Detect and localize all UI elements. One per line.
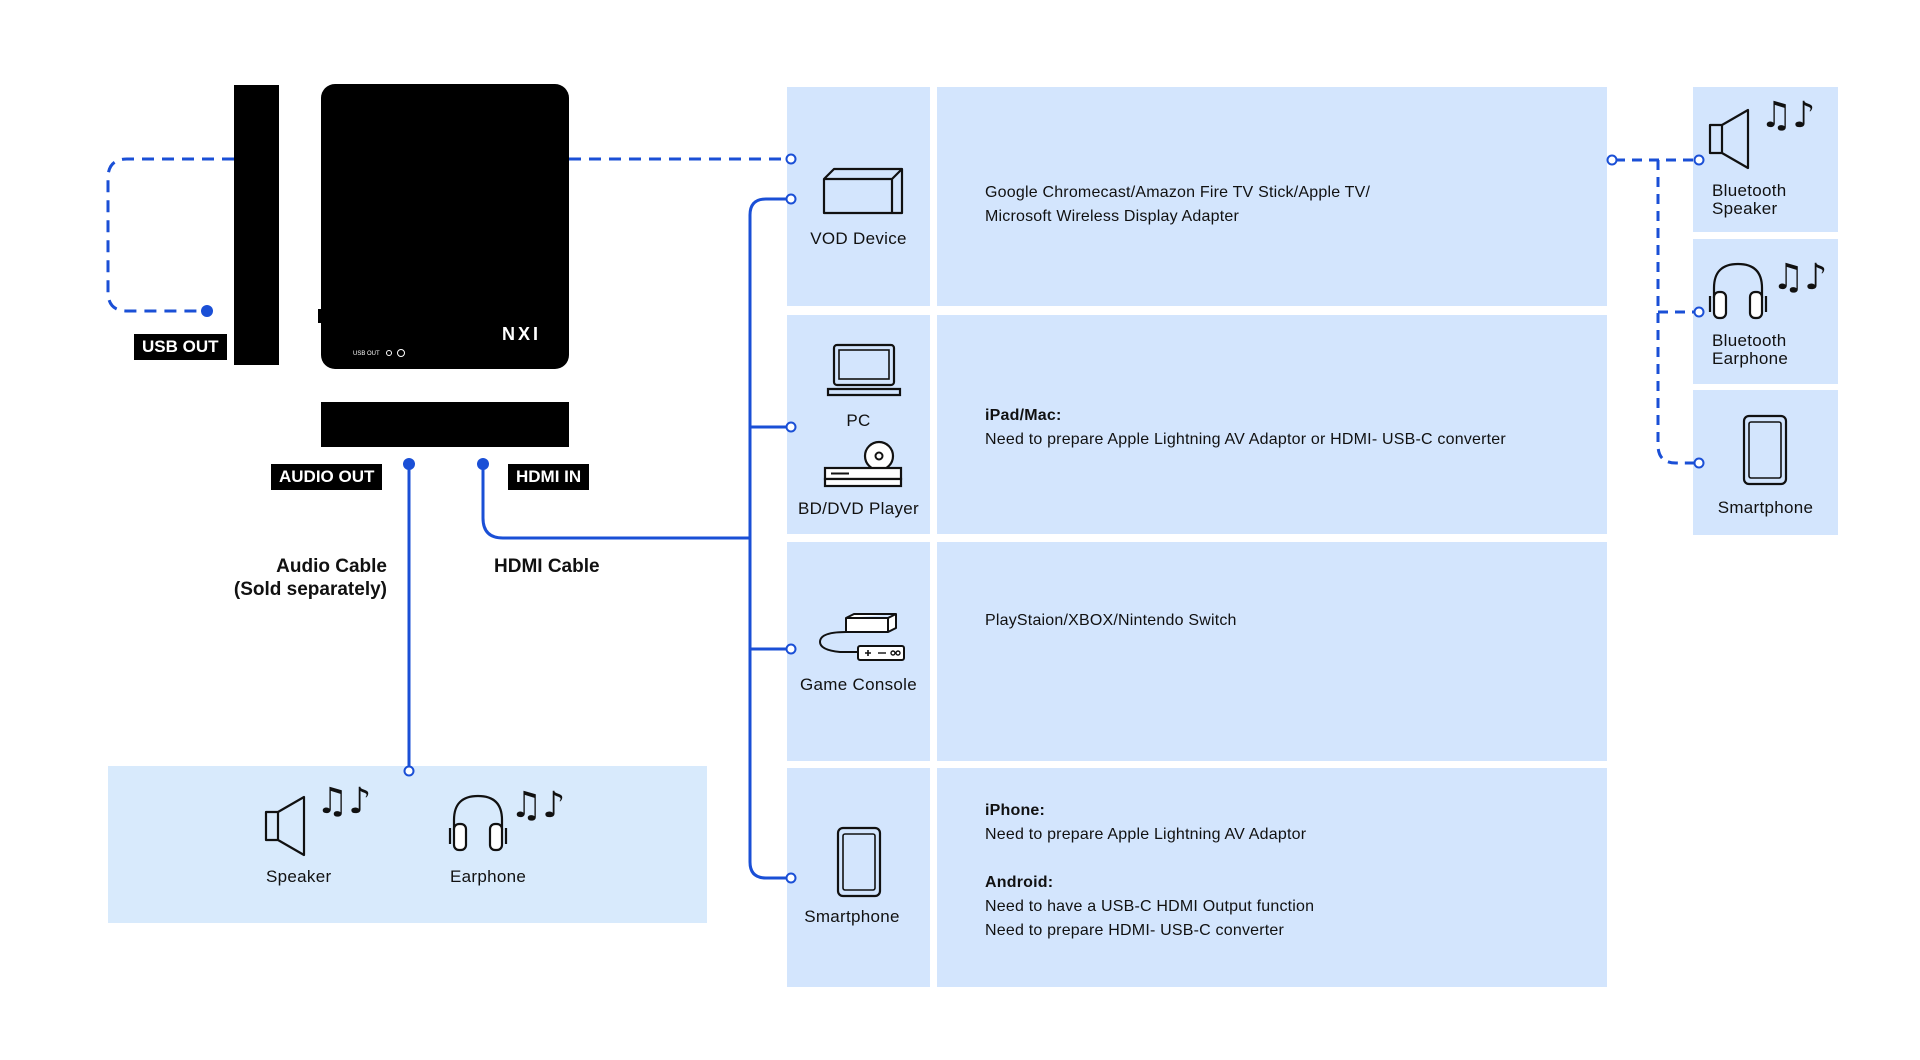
phone-description: iPhone: Need to prepare Apple Lightning … bbox=[985, 802, 1315, 939]
music-notes-icon: ♫♪ bbox=[510, 785, 566, 826]
source-panel-desc-phone bbox=[937, 768, 1607, 987]
headphones-icon bbox=[1708, 262, 1768, 320]
audio-out-tag: AUDIO OUT bbox=[271, 464, 383, 490]
audio-output-panel bbox=[108, 766, 707, 923]
audio-out-port-dot bbox=[403, 458, 415, 470]
phone-endpoint bbox=[785, 872, 797, 884]
vod-description: Google Chromecast/Amazon Fire TV Stick/A… bbox=[985, 184, 1371, 225]
usb-loop-line bbox=[106, 157, 234, 313]
music-notes-icon: ♫♪ bbox=[1772, 257, 1828, 298]
device-side-view bbox=[234, 85, 279, 365]
game-console-icon bbox=[818, 613, 905, 661]
audio-panel-endpoint bbox=[403, 765, 415, 777]
smartphone-icon bbox=[836, 826, 882, 898]
source-panel-desc-vod bbox=[937, 87, 1607, 306]
bd-dvd-label: BD/DVD Player bbox=[797, 499, 920, 518]
device-logo: NXI bbox=[501, 324, 541, 344]
game-description: PlayStaion/XBOX/Nintendo Switch bbox=[985, 612, 1237, 629]
device-front-view: NXI USB OUT bbox=[318, 84, 569, 369]
hdmi-cable-line bbox=[481, 464, 750, 540]
vod-endpoint-dashed bbox=[785, 153, 797, 165]
pc-description: iPad/Mac: Need to prepare Apple Lightnin… bbox=[985, 407, 1506, 448]
device-usb-port-dot bbox=[386, 350, 392, 356]
bt-bus-line bbox=[1656, 160, 1698, 465]
vod-device-icon bbox=[822, 167, 904, 215]
source-panel-icon-pc bbox=[787, 315, 930, 534]
speaker-icon bbox=[1708, 108, 1750, 170]
hdmi-in-tag: HDMI IN bbox=[508, 464, 590, 490]
earphone-label: Earphone bbox=[450, 867, 527, 886]
bt-earphone-endpoint bbox=[1693, 306, 1705, 318]
hdmi-cable-label: HDMI Cable bbox=[494, 556, 600, 577]
source-panel-icon-phone bbox=[787, 768, 930, 987]
hdmi-in-port-dot bbox=[477, 458, 489, 470]
usb-out-port-dot bbox=[201, 305, 213, 317]
bt-smartphone-endpoint bbox=[1693, 457, 1705, 469]
bt-smartphone-label: Smartphone bbox=[1717, 498, 1814, 517]
device-top-view bbox=[321, 402, 569, 447]
usb-out-tag: USB OUT bbox=[134, 334, 227, 360]
audio-cable-label: Audio Cable (Sold separately) bbox=[233, 556, 387, 600]
smartphone-label: Smartphone bbox=[804, 907, 900, 926]
device-usb-port-label: USB OUT bbox=[353, 351, 380, 357]
bt-source-endpoint bbox=[1606, 154, 1618, 166]
pc-endpoint bbox=[785, 421, 797, 433]
device-side-notch bbox=[318, 309, 322, 323]
bt-speaker-label: Bluetooth Speaker bbox=[1712, 181, 1787, 218]
source-panel-icon-vod bbox=[787, 87, 930, 306]
hdmi-bus-line bbox=[748, 197, 790, 880]
bt-panel-speaker bbox=[1693, 87, 1838, 232]
headphones-icon bbox=[448, 794, 508, 852]
vod-label: VOD Device bbox=[810, 229, 907, 248]
source-panel-desc-game bbox=[937, 542, 1607, 761]
speaker-label: Speaker bbox=[266, 867, 332, 886]
vod-endpoint bbox=[785, 193, 797, 205]
bt-earphone-label: Bluetooth Earphone bbox=[1712, 331, 1789, 368]
game-endpoint bbox=[785, 643, 797, 655]
game-console-label: Game Console bbox=[800, 675, 917, 694]
power-icon bbox=[397, 349, 405, 357]
disc-player-icon bbox=[823, 440, 903, 488]
laptop-icon bbox=[826, 343, 902, 397]
source-panel-desc-pc bbox=[937, 315, 1607, 534]
pc-label: PC bbox=[846, 411, 871, 430]
music-notes-icon: ♫♪ bbox=[316, 781, 372, 822]
speaker-icon bbox=[264, 795, 306, 857]
bt-speaker-endpoint bbox=[1693, 154, 1705, 166]
bt-panel-smartphone bbox=[1693, 390, 1838, 535]
music-notes-icon: ♫♪ bbox=[1760, 95, 1816, 136]
smartphone-icon bbox=[1742, 414, 1788, 486]
